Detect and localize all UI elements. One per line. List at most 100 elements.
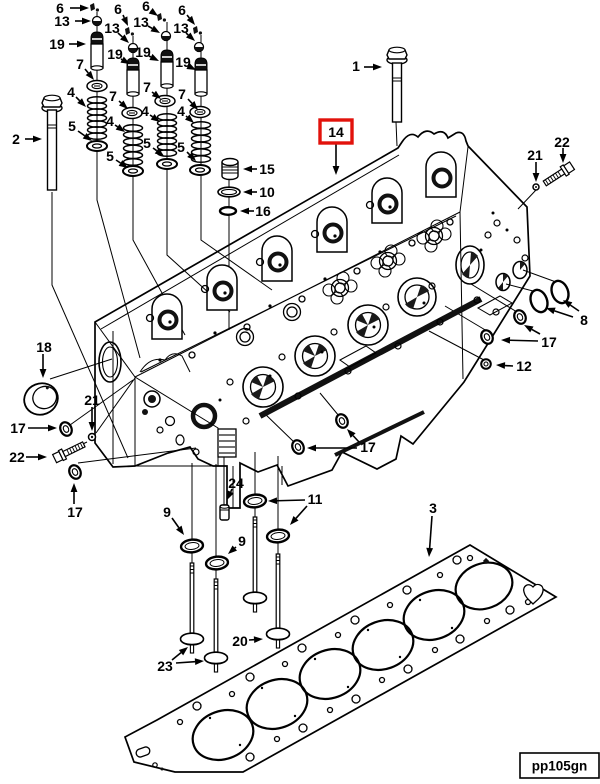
svg-text:6: 6	[142, 0, 150, 14]
callout-7: 7	[76, 56, 94, 80]
cup-plug-17-bottom-b	[332, 411, 352, 431]
svg-text:24: 24	[228, 475, 244, 491]
svg-text:5: 5	[143, 135, 151, 151]
valve-d	[265, 553, 291, 649]
cam-towers	[151, 151, 457, 340]
svg-text:21: 21	[84, 392, 100, 408]
svg-text:4: 4	[106, 113, 114, 129]
svg-text:11: 11	[308, 491, 323, 507]
callout-14: 14	[318, 118, 354, 175]
callout-24: 24	[227, 475, 244, 500]
callout-20: 20	[232, 633, 263, 649]
svg-text:19: 19	[175, 54, 191, 70]
cup-plug-17-left-lower	[65, 462, 85, 482]
svg-text:22: 22	[9, 449, 25, 465]
callout-4: 4	[177, 103, 194, 123]
callout-7: 7	[109, 88, 128, 109]
callout-13: 13	[104, 20, 129, 43]
valve-a	[179, 562, 205, 654]
callout-7: 7	[143, 79, 161, 99]
svg-text:5: 5	[106, 148, 114, 164]
callout-6: 6	[114, 1, 128, 26]
callout-7: 7	[178, 86, 198, 110]
svg-text:19: 19	[49, 36, 65, 52]
callout-21: 21	[527, 147, 543, 182]
diagram-code-label: pp105gn	[532, 759, 588, 774]
callout-10: 10	[243, 184, 275, 200]
bolt-22-right	[541, 160, 576, 189]
orings-8	[529, 279, 570, 314]
callout-23: 23	[157, 647, 204, 674]
svg-text:19: 19	[107, 46, 123, 62]
front-face-ports	[190, 277, 514, 457]
svg-text:12: 12	[516, 358, 532, 374]
svg-text:3: 3	[429, 500, 437, 516]
callout-9: 9	[163, 504, 184, 535]
svg-text:14: 14	[328, 124, 344, 140]
svg-text:7: 7	[109, 88, 117, 104]
callout-17: 17	[67, 483, 83, 520]
left-end-housing	[98, 341, 237, 467]
valve-train-parts	[23, 3, 576, 673]
svg-text:6: 6	[114, 1, 122, 17]
callout-18: 18	[36, 339, 52, 378]
svg-text:23: 23	[157, 658, 173, 674]
callout-5: 5	[68, 118, 92, 141]
callout-19: 19	[135, 44, 159, 61]
svg-text:19: 19	[135, 44, 151, 60]
svg-text:15: 15	[259, 161, 275, 177]
callout-6: 6	[142, 0, 158, 16]
cup-plug-17-left	[56, 419, 76, 439]
svg-text:17: 17	[67, 504, 83, 520]
bolt-22-left	[51, 438, 87, 465]
svg-text:8: 8	[580, 312, 588, 328]
oring-9-b	[204, 554, 230, 572]
callout-19: 19	[49, 36, 86, 52]
valve-c	[242, 516, 268, 613]
callout-19: 19	[107, 46, 130, 64]
callout-21: 21	[84, 392, 100, 431]
svg-text:7: 7	[178, 86, 186, 102]
callout-5: 5	[177, 139, 196, 161]
svg-text:4: 4	[177, 103, 185, 119]
callout-5: 5	[143, 135, 164, 156]
svg-text:9: 9	[238, 533, 246, 549]
svg-text:4: 4	[141, 103, 149, 119]
callout-17: 17	[501, 325, 557, 350]
valve-stack-d	[189, 26, 212, 176]
washer-21-left	[87, 432, 97, 442]
callout-22: 22	[554, 134, 570, 163]
head-bolt-long	[386, 46, 408, 123]
deck-holes	[145, 200, 454, 362]
callout-8: 8	[546, 300, 588, 328]
head-bolt-long-2	[41, 94, 63, 191]
callout-12: 12	[496, 358, 532, 374]
svg-text:13: 13	[104, 20, 120, 36]
callout-6: 6	[56, 0, 89, 16]
diagram-code: pp105gn	[519, 752, 600, 779]
svg-text:13: 13	[173, 20, 189, 36]
svg-text:13: 13	[54, 13, 70, 29]
cup-plug-17-right-a	[477, 327, 497, 347]
cup-plug-15	[221, 157, 239, 181]
svg-text:17: 17	[10, 420, 26, 436]
svg-text:18: 18	[36, 339, 52, 355]
head-gasket-drawing	[123, 544, 558, 773]
callout-11: 11	[268, 491, 323, 525]
valve-stack-c	[154, 13, 178, 170]
svg-text:1: 1	[352, 58, 360, 74]
svg-text:9: 9	[163, 504, 171, 520]
oring-9-a	[179, 537, 205, 555]
callouts-layer: 6131974526131974561319745613197451510161…	[9, 0, 588, 674]
svg-text:6: 6	[56, 0, 64, 16]
svg-text:4: 4	[67, 84, 75, 100]
svg-text:16: 16	[255, 203, 271, 219]
svg-text:5: 5	[177, 139, 185, 155]
svg-text:5: 5	[68, 118, 76, 134]
callout-19: 19	[175, 54, 196, 70]
callout-4: 4	[106, 113, 125, 132]
callout-17: 17	[10, 420, 57, 436]
svg-text:7: 7	[76, 56, 84, 72]
plug-12	[480, 358, 492, 370]
